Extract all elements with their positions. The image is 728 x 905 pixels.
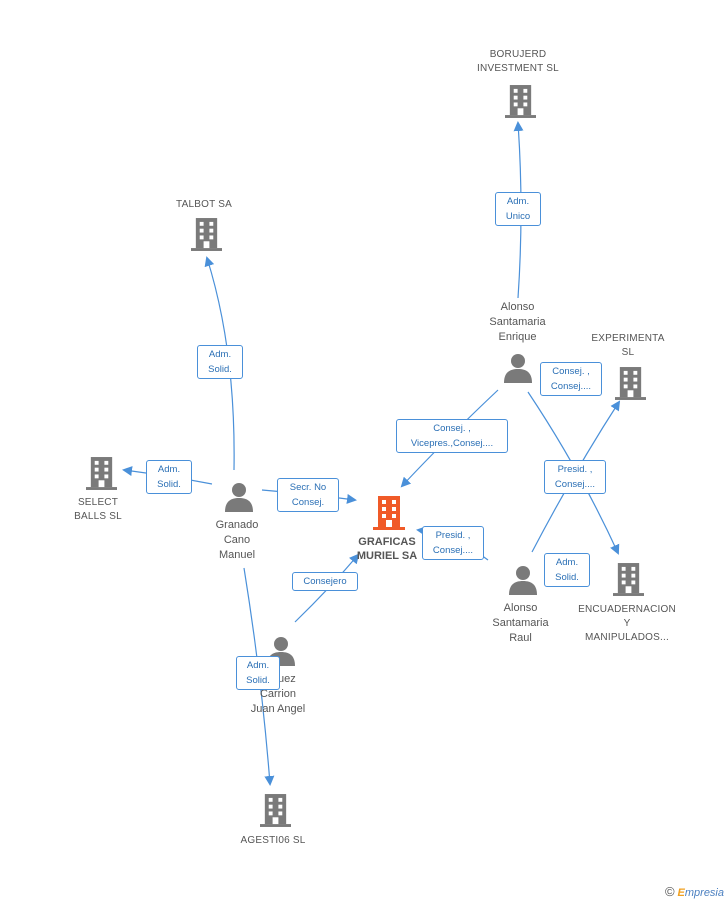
- edge-label-enrique-borujerd[interactable]: Adm. Unico: [495, 192, 541, 226]
- building-icon[interactable]: [615, 367, 646, 400]
- node-label-borujerd[interactable]: BORUJERD INVESTMENT SL: [477, 49, 559, 74]
- person-icon[interactable]: [504, 354, 532, 383]
- edge-label-raul-encuadernacion[interactable]: Adm. Solid.: [544, 553, 590, 587]
- building-icon[interactable]: [373, 496, 405, 530]
- person-icon[interactable]: [225, 483, 253, 512]
- brand-name: mpresia: [684, 887, 724, 899]
- edge-label-enrique-graficas[interactable]: Consej. , Vicepres.,Consej....: [396, 419, 508, 453]
- edge-label-granado-agesti[interactable]: Adm. Solid.: [236, 656, 280, 690]
- building-icon[interactable]: [613, 563, 644, 596]
- copyright-symbol: ©: [664, 884, 675, 899]
- edge-label-rodriguez-graficas[interactable]: Consejero: [292, 572, 358, 591]
- building-icon[interactable]: [86, 457, 117, 490]
- edge-label-granado-talbot[interactable]: Adm. Solid.: [197, 345, 243, 379]
- node-label-alonso-enrique[interactable]: Alonso Santamaria Enrique: [489, 301, 546, 343]
- building-icon[interactable]: [505, 85, 536, 118]
- brand-watermark: ©Empresia: [665, 884, 724, 899]
- building-icon[interactable]: [260, 794, 291, 827]
- node-label-alonso-raul[interactable]: Alonso Santamaria Raul: [492, 602, 549, 644]
- edge-label-raul-experimenta[interactable]: Presid. , Consej....: [544, 460, 606, 494]
- nodes: [86, 85, 646, 827]
- node-label-agesti[interactable]: AGESTI06 SL: [240, 835, 306, 846]
- edge-label-enrique-experimenta[interactable]: Consej. , Consej....: [540, 362, 602, 396]
- node-label-experimenta[interactable]: EXPERIMENTA SL: [591, 333, 665, 358]
- edge-label-raul-graficas[interactable]: Presid. , Consej....: [422, 526, 484, 560]
- person-icon[interactable]: [509, 566, 537, 595]
- node-label-granado[interactable]: Granado Cano Manuel: [215, 519, 259, 561]
- brand-initial: E: [677, 887, 685, 899]
- edge-label-granado-graficas[interactable]: Secr. No Consej.: [277, 478, 339, 512]
- node-label-graficas[interactable]: GRAFICAS MURIEL SA: [356, 536, 418, 562]
- node-label-encuadernacion[interactable]: ENCUADERNACION Y MANIPULADOS...: [578, 604, 676, 643]
- building-icon[interactable]: [191, 218, 222, 251]
- node-label-talbot[interactable]: TALBOT SA: [176, 199, 232, 210]
- edge-label-granado-select[interactable]: Adm. Solid.: [146, 460, 192, 494]
- node-label-select-balls[interactable]: SELECT BALLS SL: [74, 497, 122, 522]
